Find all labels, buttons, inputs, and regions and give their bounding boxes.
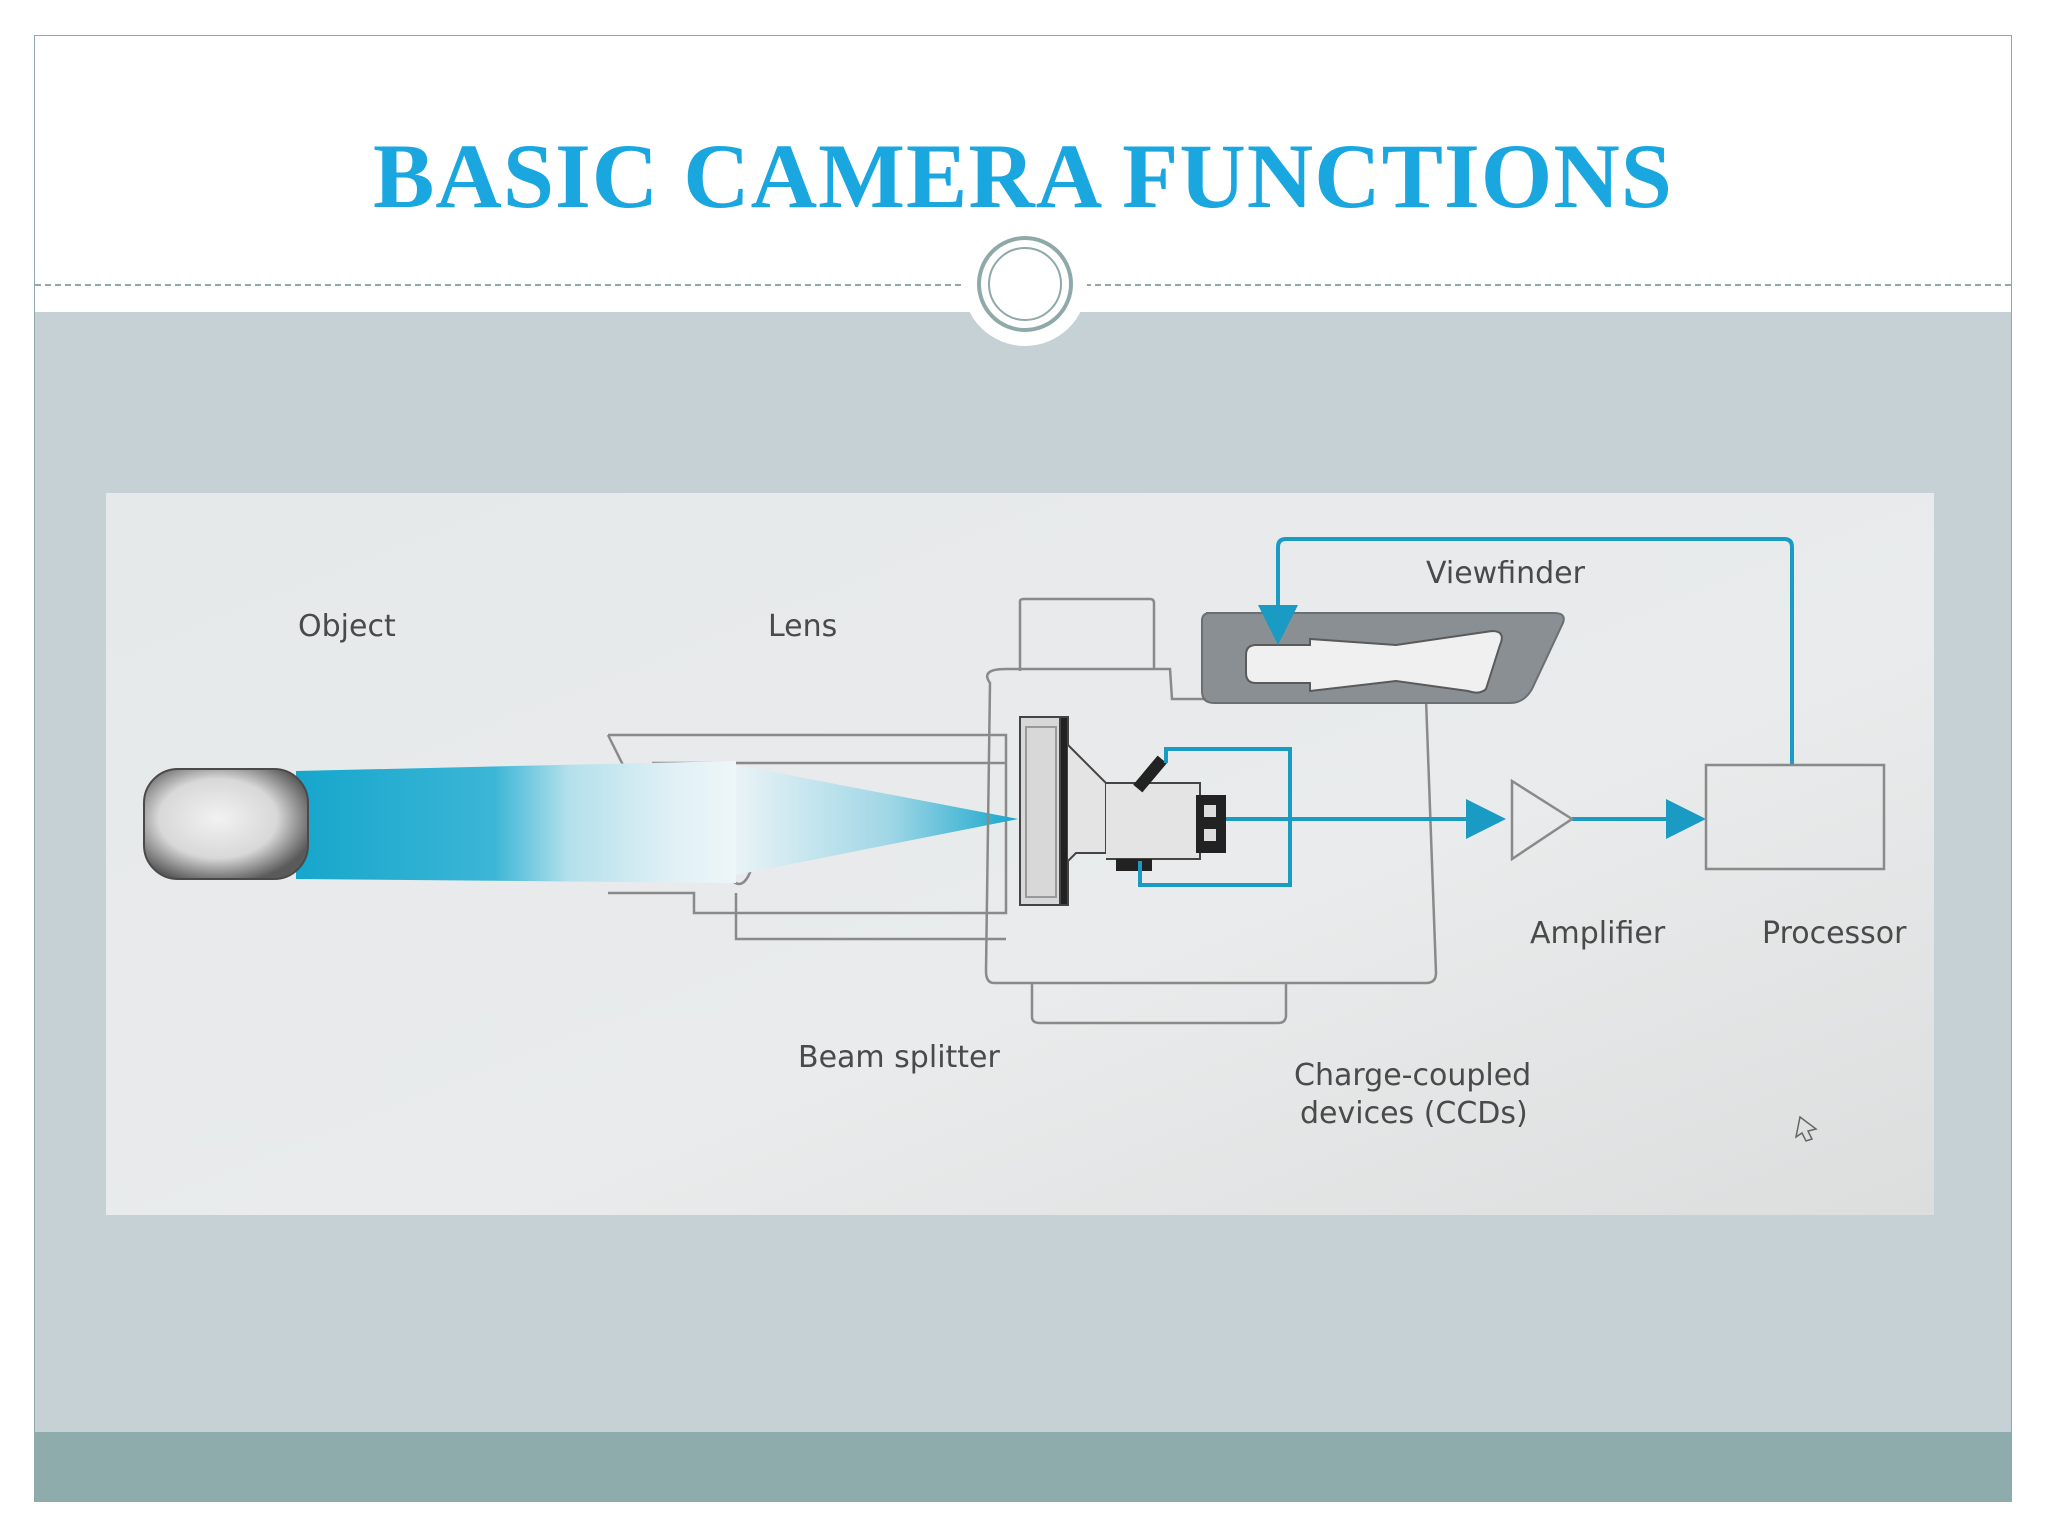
label-ccd-line2: devices (CCDs) xyxy=(1300,1096,1528,1131)
circle-ornament-icon xyxy=(963,222,1087,346)
label-processor: Processor xyxy=(1762,916,1907,951)
label-object: Object xyxy=(298,609,396,644)
slide-title: BASIC CAMERA FUNCTIONS xyxy=(373,125,1673,227)
label-amplifier: Amplifier xyxy=(1530,916,1666,951)
light-beam xyxy=(296,761,736,883)
processor-box xyxy=(1704,763,1886,871)
label-beam-splitter: Beam splitter xyxy=(798,1040,1001,1075)
viewfinder xyxy=(1201,612,1565,704)
label-viewfinder: Viewfinder xyxy=(1426,556,1586,591)
label-lens: Lens xyxy=(768,609,837,644)
cursor-icon xyxy=(1794,1115,1818,1142)
ccd-sensors xyxy=(1116,755,1226,871)
camera-diagram: Object Lens Viewfinder Beam splitter Cha… xyxy=(106,493,1934,1215)
footer-band xyxy=(35,1432,2011,1502)
label-ccd-line1: Charge-coupled xyxy=(1294,1058,1531,1093)
title-area: BASIC CAMERA FUNCTIONS xyxy=(34,35,2012,285)
amplifier-symbol xyxy=(1510,778,1575,862)
signal-paths xyxy=(1138,537,1794,887)
object-shape xyxy=(143,768,309,880)
camera-body xyxy=(984,597,1438,1025)
beam-splitter xyxy=(1019,716,1201,906)
light-cone xyxy=(736,765,1018,875)
